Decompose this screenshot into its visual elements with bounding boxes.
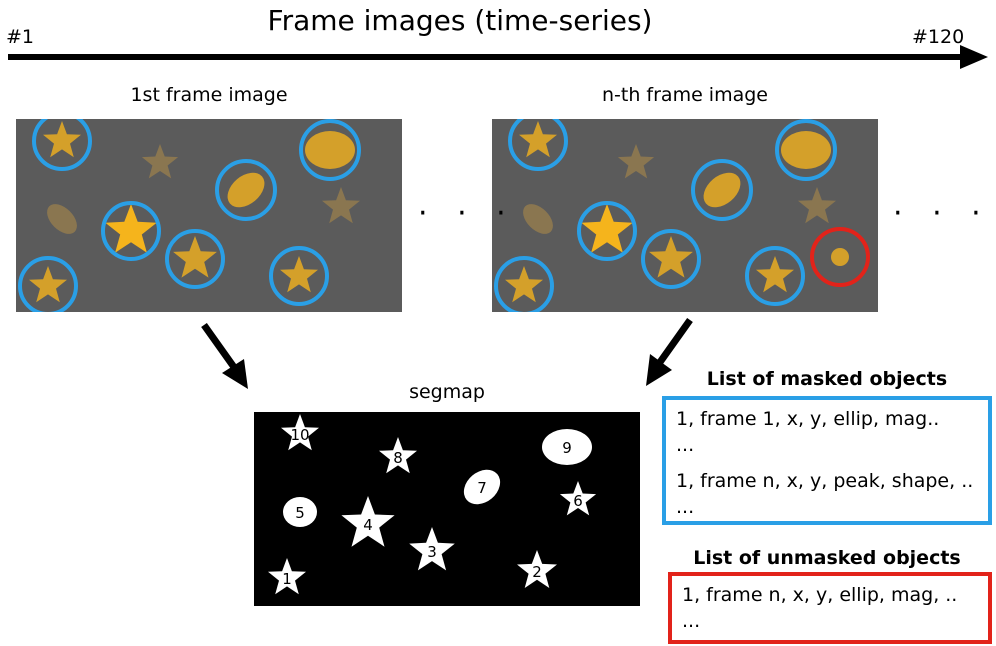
segmap-object-id: 4 [363,516,373,534]
frame-1-object [173,236,217,278]
segmap-image: 1 2 3 4 5 6 7 8 9 10 [254,412,640,606]
frame-1-object [322,187,360,224]
frame-1-label: 1st frame image [130,84,288,106]
unmasked-objects-list: 1, frame n, x, y, ellip, mag, .. ... [668,572,992,644]
frame-n-object [505,266,543,303]
unmasked-list-line: 1, frame n, x, y, ellip, mag, .. [682,584,958,606]
masked-object-circle [775,119,837,181]
segmap-object-id: 10 [290,426,309,444]
frame-1-object [47,204,77,234]
segmap-object-id: 3 [427,543,437,561]
frame-n-object [703,172,741,208]
frame-n-object [581,204,633,253]
frame-1-object [29,266,67,303]
timeline-arrow [8,45,988,69]
masked-object-circle [577,201,637,261]
unmasked-object-circle [810,227,870,287]
timeline-end-label: #120 [912,26,965,48]
segmap-object-id: 7 [477,479,487,497]
frame-n-object [519,121,557,158]
masked-list-title: List of masked objects [706,368,948,390]
frame-n-object [617,144,655,179]
masked-object-circle [18,256,78,312]
arrow-frame-n-to-segmap [646,354,672,386]
segmap-object-id: 5 [295,504,305,522]
frame-1-object [280,256,318,293]
frame-1-object [105,204,157,253]
segmap-object-id: 6 [573,492,583,510]
segmap-object-id: 1 [282,570,292,588]
arrow-frame-1-to-segmap [222,359,248,389]
segmap-label: segmap [409,381,485,403]
frame-n-label: n-th frame image [602,84,768,106]
segmap-object [463,469,501,505]
masked-object-circle [641,229,701,289]
masked-object-circle [494,256,554,312]
frame-n-object [756,256,794,293]
masked-object-circle [745,246,805,306]
frame-n-object [649,236,693,278]
masked-list-line: ... [676,496,695,518]
frame-1-object [43,121,81,158]
frame-1-object [227,172,265,208]
masked-object-circle [101,201,161,261]
segmap-object-id: 9 [562,439,572,457]
ellipsis-after-frames: · · · [893,196,991,231]
masked-object-circle [299,119,361,181]
segmap-object [409,527,455,571]
masked-list-line: 1, frame n, x, y, peak, shape, .. [676,470,974,492]
masked-list-line: 1, frame 1, x, y, ellip, mag.. [676,408,940,430]
timeline-start-label: #1 [6,26,35,48]
masked-list-line: ... [676,434,695,456]
frame-n-object [798,187,836,224]
segmap-object-id: 8 [393,449,403,467]
masked-object-circle [165,229,225,289]
segmap-object [559,481,597,516]
frame-1-image [16,119,402,312]
masked-objects-list: 1, frame 1, x, y, ellip, mag.. ... 1, fr… [662,396,992,525]
masked-object-circle [691,159,753,221]
segmap-object [283,497,317,527]
segmap-object [517,550,557,588]
ellipsis-between-frames: · · · [418,196,516,231]
masked-object-circle [32,119,92,171]
frame-n-object [831,248,849,266]
segmap-object-id: 2 [532,563,542,581]
segmap-object [542,429,592,465]
masked-object-circle [215,159,277,221]
segmap-object [281,414,319,451]
arrows-to-segmap [201,317,693,389]
frame-n-object [523,204,553,234]
frame-1-object [141,144,179,179]
frame-n-image [492,119,878,312]
frame-1-object [305,131,355,169]
segmap-object [268,558,306,595]
unmasked-list-title: List of unmasked objects [693,547,961,569]
frame-n-object [781,131,831,169]
masked-object-circle [269,246,329,306]
masked-object-circle [508,119,568,171]
diagram-title: Frame images (time-series) [267,4,653,37]
unmasked-list-line: ... [682,610,701,632]
segmap-object [379,437,417,474]
segmap-object [341,496,395,547]
